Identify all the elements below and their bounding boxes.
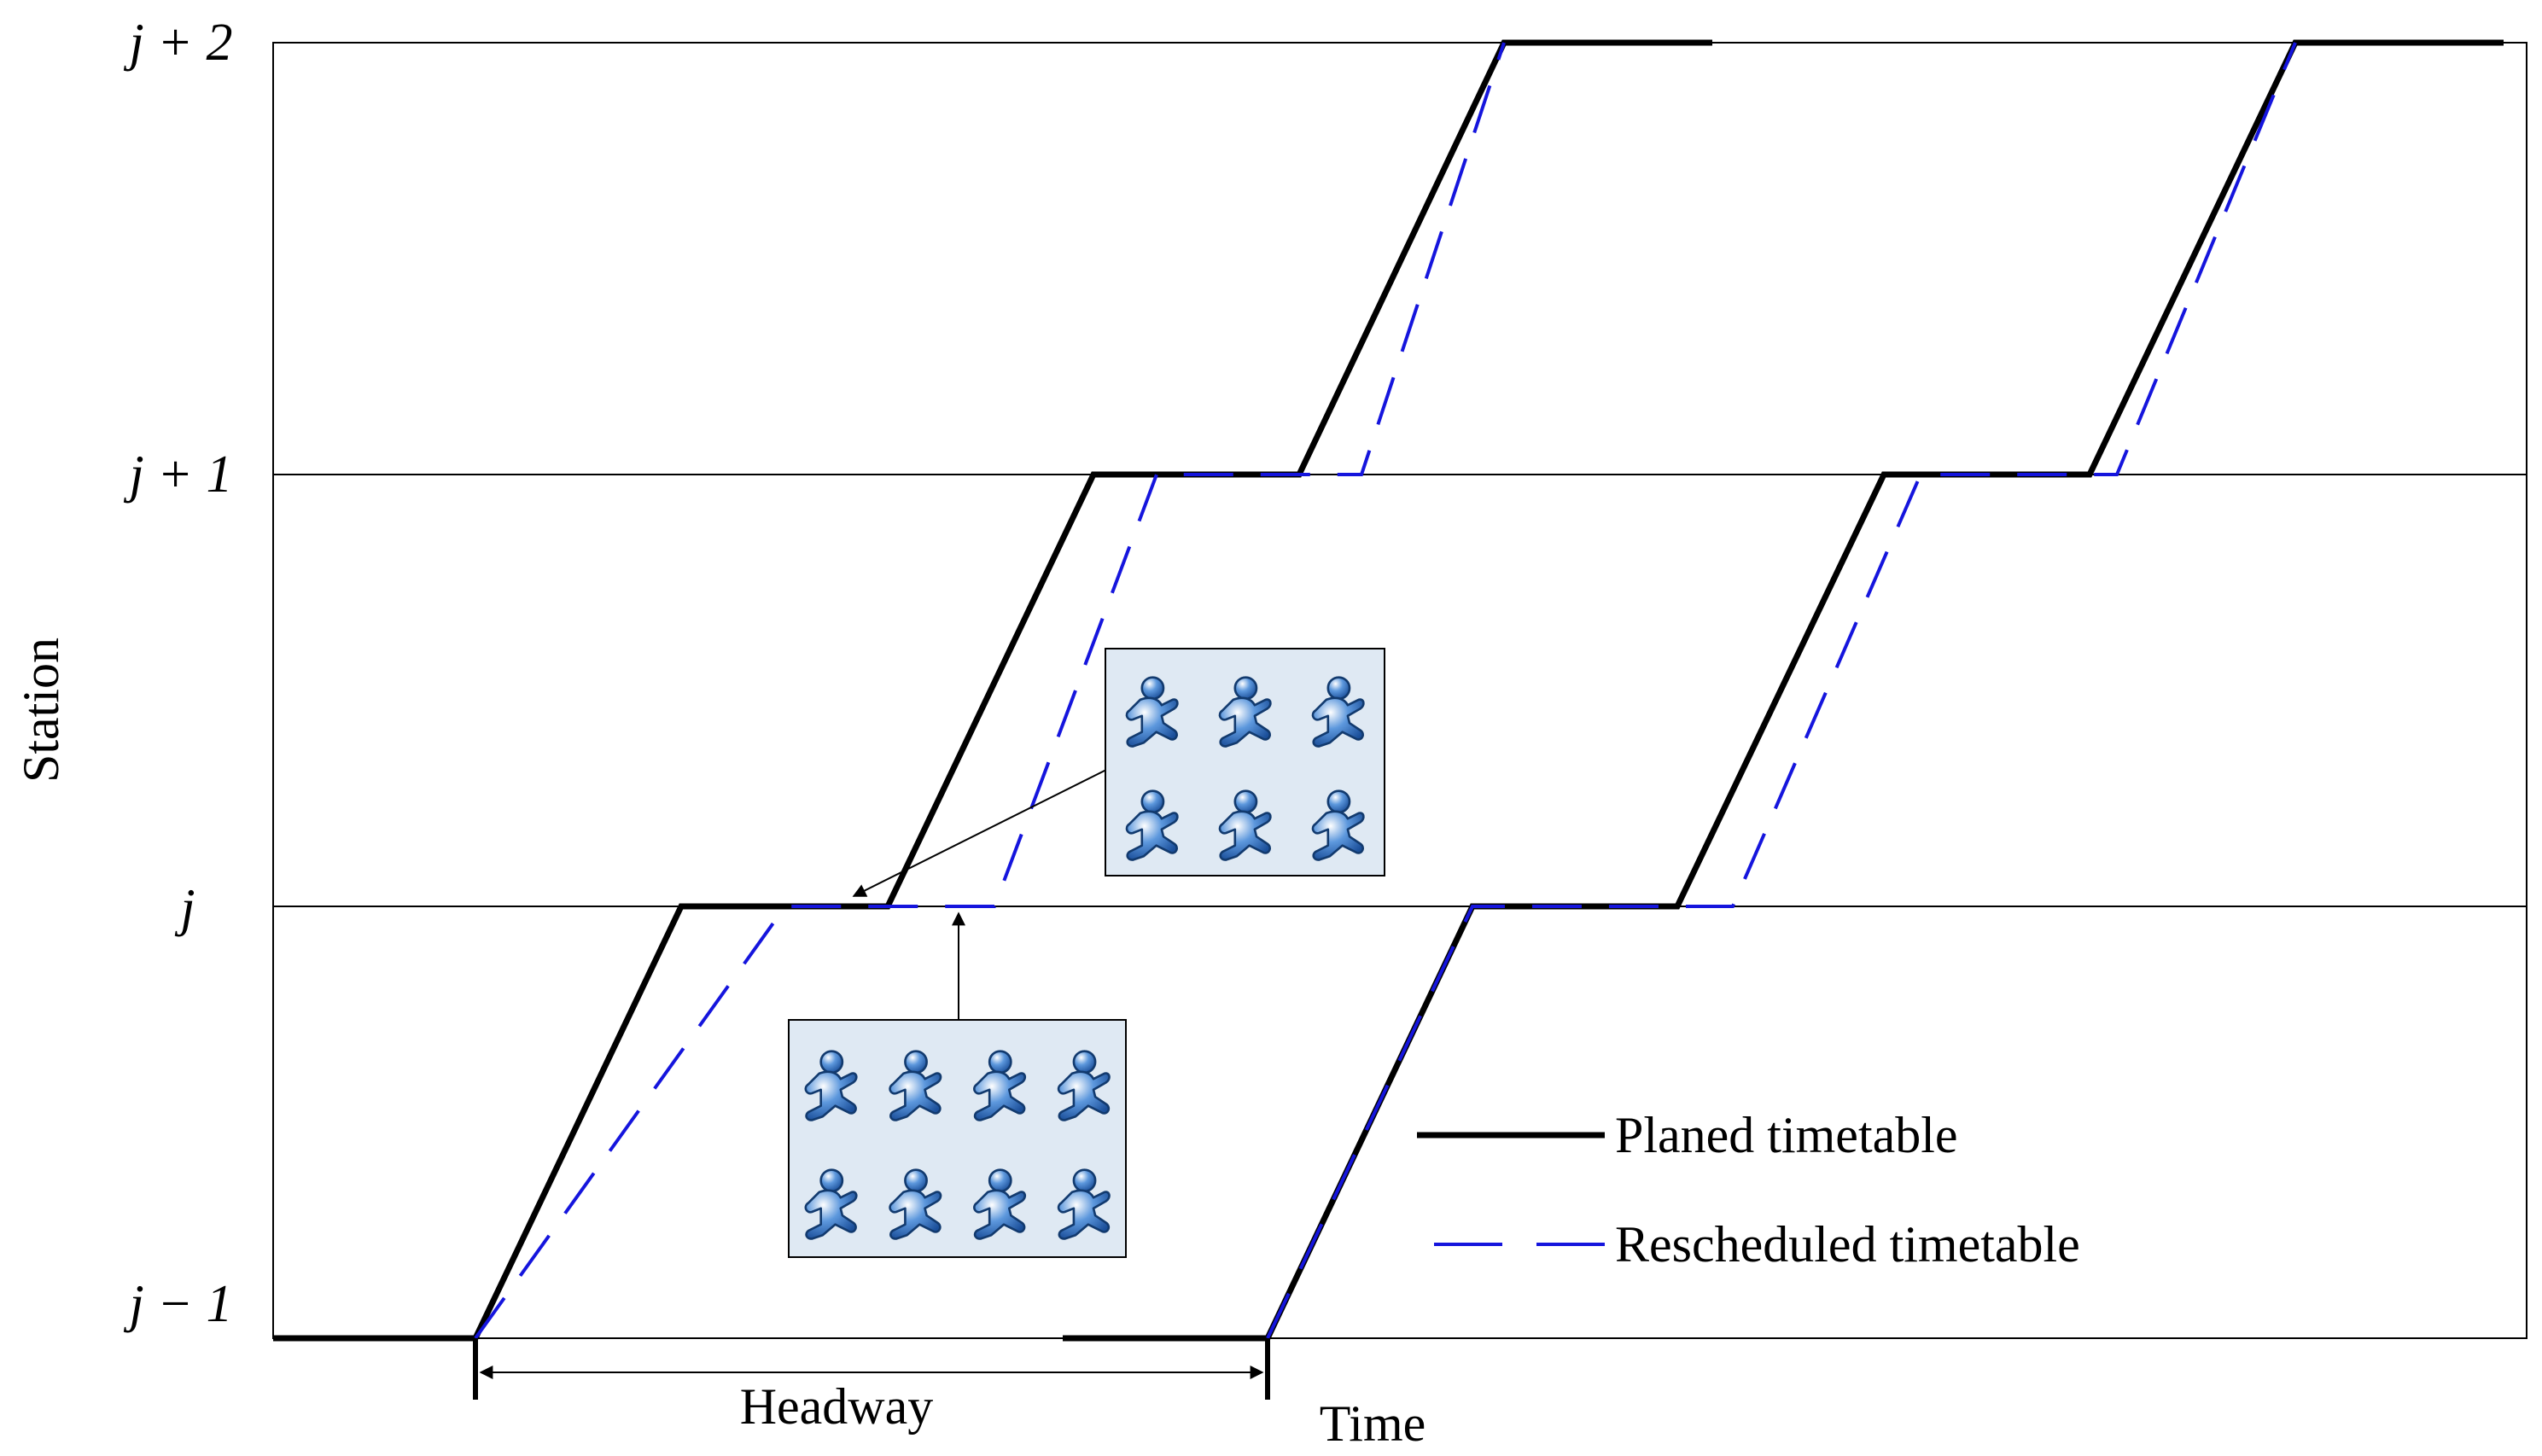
planned-timetable <box>273 39 2504 1342</box>
station-label-j-minus-1: j − 1 <box>123 1275 232 1333</box>
legend: Planed timetable Rescheduled timetable <box>1417 1107 2080 1273</box>
headway-label: Headway <box>740 1378 934 1435</box>
legend-label-rescheduled: Rescheduled timetable <box>1615 1216 2080 1273</box>
station-labels: j − 1 j j + 1 j + 2 <box>123 14 232 1333</box>
rescheduled-timetable <box>474 42 2297 1340</box>
planned-train-1 <box>273 39 1712 1342</box>
station-label-j-plus-2: j + 2 <box>123 14 232 72</box>
station-label-j-plus-1: j + 1 <box>123 446 232 504</box>
rescheduled-train-1 <box>474 42 1506 1340</box>
passenger-group-upper <box>852 648 1385 897</box>
legend-label-planned: Planed timetable <box>1615 1107 1958 1163</box>
headway-dimension: Headway <box>473 1338 1270 1435</box>
rescheduled-train-2 <box>1266 42 2297 1339</box>
station-label-j: j <box>174 879 195 937</box>
y-axis-label: Station <box>13 638 69 783</box>
passenger-arrow-upper <box>852 767 1111 897</box>
x-axis-label: Time <box>1320 1395 1426 1452</box>
plot-frame <box>272 42 2527 1339</box>
passenger-group-lower <box>788 911 1127 1258</box>
